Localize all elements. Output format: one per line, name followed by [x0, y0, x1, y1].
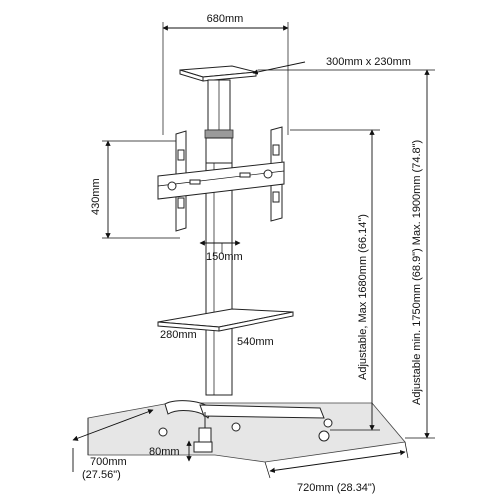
base-frame — [158, 400, 333, 453]
column-depth-dimension: 150mm — [199, 240, 243, 263]
base-depth-in-label: (27.56") — [82, 469, 121, 481]
top-tray — [179, 65, 257, 82]
tray-size-label: 300mm x 230mm — [326, 56, 411, 68]
column-depth-label: 150mm — [206, 251, 243, 263]
base-width-label: 720mm (28.34") — [297, 482, 376, 494]
base-depth-dimension: 700mm (27.56") — [72, 409, 154, 481]
wheel-height-label: 80mm — [149, 446, 180, 458]
bracket-crossbar — [157, 161, 285, 200]
adjustable-max-label: Adjustable, Max 1680mm (66.14") — [357, 214, 369, 380]
base-width-dimension: 720mm (28.34") — [264, 441, 409, 494]
top-width-dimension: 680mm — [162, 13, 289, 135]
main-column — [205, 162, 233, 396]
adjustable-range-dimension: Adjustable min. 1750mm (68.9") Max. 1900… — [258, 69, 435, 439]
adjustable-range-label: Adjustable min. 1750mm (68.9") Max. 1900… — [411, 140, 423, 405]
middle-shelf — [157, 308, 294, 332]
bracket-height-dimension: 430mm — [90, 140, 180, 239]
shelf-depth-label: 280mm — [160, 329, 197, 341]
base-depth-mm-label: 700mm — [90, 456, 127, 468]
shelf-width-label: 540mm — [237, 336, 274, 348]
upper-column — [204, 79, 234, 164]
wheel-height-dimension: 80mm — [149, 440, 192, 462]
tray-size-callout: 300mm x 230mm — [252, 56, 411, 75]
adjustable-max-dimension: Adjustable, Max 1680mm (66.14") — [290, 129, 380, 431]
top-width-label: 680mm — [207, 13, 244, 25]
bracket-height-label: 430mm — [90, 178, 102, 215]
